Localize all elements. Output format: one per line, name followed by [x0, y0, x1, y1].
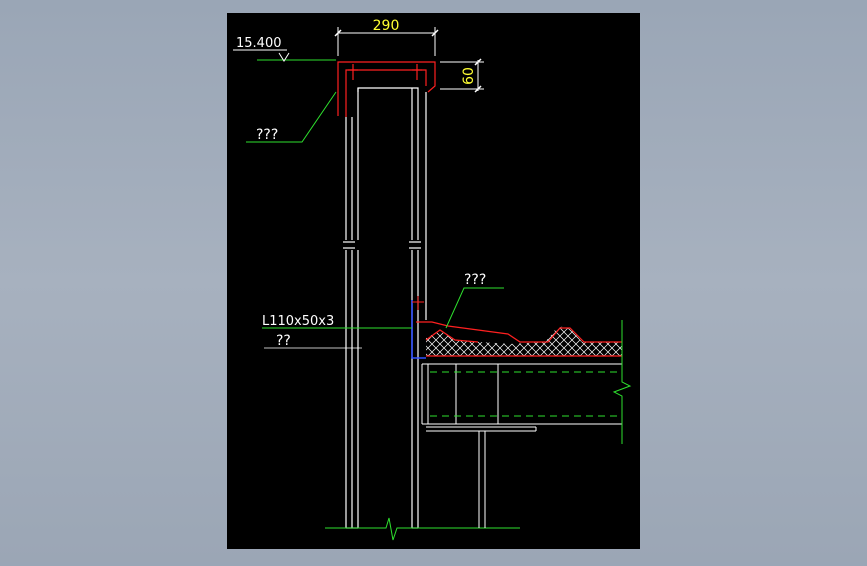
elevation-text: 15.400 [236, 36, 282, 51]
bottom-break-line [325, 517, 520, 541]
dimension-width: 290 [334, 18, 439, 56]
angle-steel-text: L110x50x3 [262, 314, 334, 329]
roof-panel: ??? [416, 272, 622, 357]
angle-steel: L110x50x3 ?? [262, 296, 426, 359]
coping-cap [337, 61, 436, 117]
roof-note-text: ??? [464, 272, 486, 288]
elevation-mark: 15.400 [233, 36, 336, 62]
parapet-wall [343, 87, 427, 529]
coping-note-text: ??? [256, 127, 278, 143]
dimension-height-text: 60 [461, 67, 477, 85]
dimension-height: 60 [440, 58, 484, 93]
dimension-width-text: 290 [373, 18, 400, 34]
angle-note-text: ?? [276, 333, 291, 349]
right-break-line [612, 320, 632, 444]
coping-note: ??? [246, 91, 337, 143]
drawing-sheet [227, 13, 640, 549]
purlin-beam [421, 363, 622, 528]
